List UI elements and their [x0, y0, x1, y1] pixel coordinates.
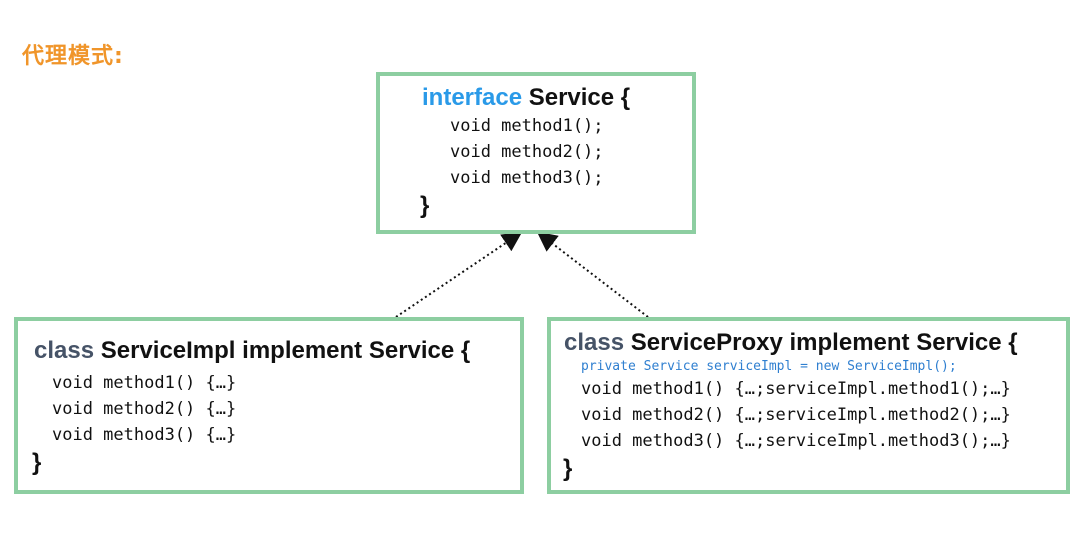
impl-name: ServiceImpl implement Service { — [100, 337, 471, 364]
interface-method-3: void method3(); — [450, 168, 604, 188]
proxy-to-interface-arrow — [536, 231, 649, 318]
proxy-keyword: class — [564, 329, 625, 356]
impl-header: class ServiceImpl implement Service { — [34, 337, 470, 365]
service-proxy-box: class ServiceProxy implement Service { p… — [547, 317, 1070, 494]
interface-method-1: void method1(); — [450, 116, 604, 136]
interface-close-brace: } — [420, 192, 430, 219]
proxy-header: class ServiceProxy implement Service { — [564, 329, 1018, 357]
impl-method-3: void method3() {…} — [52, 425, 237, 445]
service-impl-box: class ServiceImpl implement Service { vo… — [14, 317, 524, 494]
impl-method-2: void method2() {…} — [52, 399, 237, 419]
interface-keyword: interface — [422, 84, 523, 111]
impl-close-brace: } — [32, 449, 42, 476]
diagram-title: 代理模式: — [22, 44, 124, 69]
interface-header: interface Service { — [422, 84, 630, 112]
interface-method-2: void method2(); — [450, 142, 604, 162]
interface-service-box: interface Service { void method1(); void… — [376, 72, 696, 234]
impl-method-1: void method1() {…} — [52, 373, 237, 393]
proxy-name: ServiceProxy implement Service { — [630, 329, 1018, 356]
proxy-field: private Service serviceImpl = new Servic… — [581, 359, 957, 374]
proxy-method-1: void method1() {…;serviceImpl.method1();… — [581, 379, 1011, 399]
proxy-close-brace: } — [563, 455, 573, 482]
proxy-method-3: void method3() {…;serviceImpl.method3();… — [581, 431, 1011, 451]
proxy-method-2: void method2() {…;serviceImpl.method2();… — [581, 405, 1011, 425]
impl-to-interface-arrow — [395, 231, 523, 318]
interface-name: Service { — [528, 84, 631, 111]
impl-keyword: class — [34, 337, 95, 364]
